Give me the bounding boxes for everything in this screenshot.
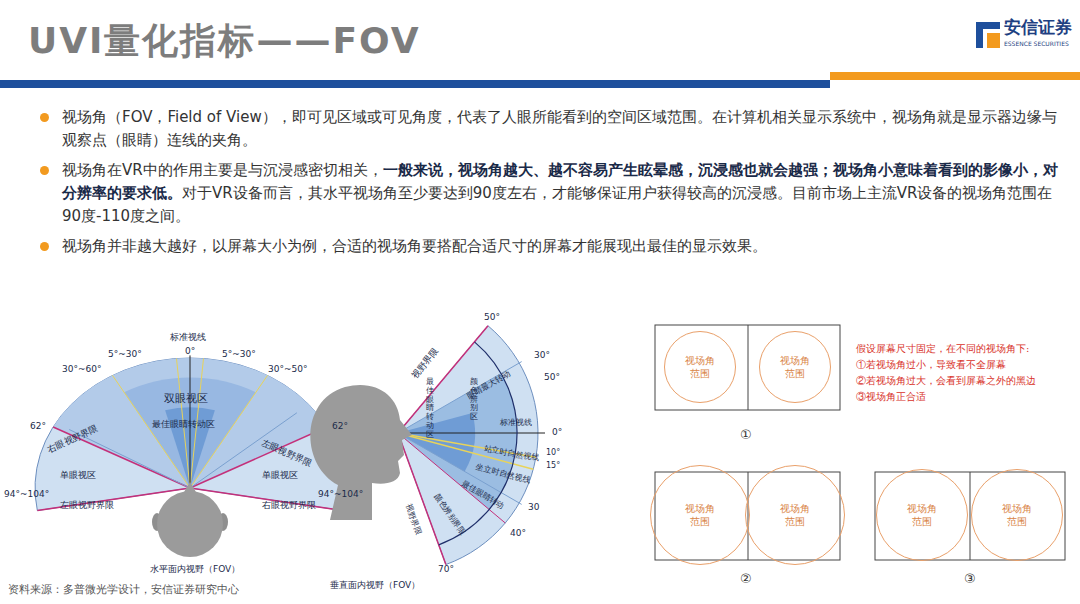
fov-fans <box>35 326 545 565</box>
boundary-label: 右眼视野界限 <box>46 423 100 454</box>
source-note: 资料来源：多普微光学设计，安信证券研究中心 <box>8 584 239 597</box>
zone-label: 最佳眼睛转动 <box>460 479 506 511</box>
fov-circle: 视场角 范围 <box>650 465 750 565</box>
zone-label: 颜色辨别区 <box>470 378 478 422</box>
bullet-paragraph: 视场角在VR中的作用主要是与沉浸感密切相关，一般来说，视场角越大、越不容易产生眩… <box>62 159 1062 228</box>
angle-label: 50° <box>544 372 560 382</box>
fov-wedge <box>398 374 517 510</box>
boundary-label: 视野界限 <box>404 503 424 536</box>
zone-label: 最佳眼睛转动区 <box>426 378 434 440</box>
header-bar <box>830 72 1080 80</box>
zone-label: 双眼视区 <box>164 393 208 406</box>
body-text: 对于VR设备而言，其水平视场角至少要达到90度左右，才能够保证用户获得较高的沉浸… <box>62 184 1052 225</box>
zone-label: 单眼视区 <box>262 470 298 480</box>
sight-line <box>398 433 545 434</box>
note-text: ①若视场角过小，导致看不全屏幕 <box>856 359 1006 371</box>
note-text: 假设屏幕尺寸固定，在不同的视场角下: <box>856 343 1029 355</box>
angle-label: 10° <box>546 448 560 457</box>
bullet-dot <box>40 113 49 122</box>
angle-label: 0° <box>552 427 562 437</box>
zone-label: 最佳眼睛转动区 <box>152 419 215 429</box>
angle-label: 40° <box>510 528 526 538</box>
fov-circle: 视场角 范围 <box>759 331 831 403</box>
circle-text: 视场角 范围 <box>1001 502 1034 528</box>
head-top <box>152 482 228 557</box>
angle-label: 5°~30° <box>222 349 256 359</box>
boundary-label: 右眼视野界限 <box>262 500 316 510</box>
sight-label: 站立时自然视线 <box>483 444 540 463</box>
angle-label: 70° <box>438 564 454 574</box>
figure-caption: 水平面内视野（FOV） <box>150 564 240 574</box>
body-text: 视场角在VR中的作用主要是与沉浸感密切相关， <box>62 161 383 179</box>
bullet-dot <box>40 166 49 175</box>
logo-text: 安信证券 <box>1004 18 1072 38</box>
logo-text: ESSENCE SECURITIES <box>1004 41 1069 48</box>
circle-text: 视场角 范围 <box>906 502 939 528</box>
header-bar <box>0 80 830 88</box>
circle-text: 视场角 范围 <box>684 354 717 380</box>
zone-label: 单眼视区 <box>60 470 96 480</box>
slide-title: UVI量化指标——FOV <box>28 20 421 61</box>
circle-text: 视场角 范围 <box>779 354 812 380</box>
bullet-paragraph: 视场角并非越大越好，以屏幕大小为例，合适的视场角要搭配合适尺寸的屏幕才能展现出最… <box>62 235 1062 258</box>
angle-label: 30°~60° <box>62 364 101 374</box>
callout-number: ② <box>740 572 752 587</box>
note-text: ②若视场角过大，会看到屏幕之外的黑边 <box>856 375 1036 387</box>
bullet-dot <box>40 242 49 251</box>
note-text: ③视场角正合适 <box>856 391 926 403</box>
angle-label: 62° <box>332 421 348 431</box>
sight-label: 坐立时自然视线 <box>475 462 531 485</box>
head-profile <box>310 385 412 520</box>
circle-text: 视场角 范围 <box>779 502 812 528</box>
angle-label: 50° <box>484 312 500 322</box>
fov-circle: 视场角 范围 <box>971 469 1063 561</box>
bullet-paragraph: 视场角（FOV，Field of View），即可见区域或可见角度，代表了人眼所… <box>62 106 1062 152</box>
fov-circle: 视场角 范围 <box>745 465 845 565</box>
angle-label: 94°~104° <box>4 489 49 499</box>
angle-label: 62° <box>30 421 46 431</box>
angle-label: 94°~104° <box>318 489 363 499</box>
body-text: 视场角（FOV，Field of View），即可见区域或可见角度，代表了人眼所… <box>62 108 1057 149</box>
figure-caption: 垂直面内视野（FOV） <box>330 580 420 590</box>
logo-icon <box>976 22 1000 48</box>
angle-label: 30°~50° <box>268 364 307 374</box>
fov-wedge <box>398 326 538 565</box>
angle-label: 15° <box>546 461 560 470</box>
screen-frames <box>655 325 1065 560</box>
angle-label: 30° <box>534 350 550 360</box>
fov-circle: 视场角 范围 <box>876 469 968 561</box>
circle-text: 视场角 范围 <box>684 502 717 528</box>
angle-label: 30 <box>528 502 539 512</box>
boundary-label: 颜色辨别界限 <box>432 492 467 537</box>
boundary-label: 左眼视野界限 <box>260 437 314 468</box>
bullet-list: 视场角（FOV，Field of View），即可见区域或可见角度，代表了人眼所… <box>62 106 1062 265</box>
angle-label: 5°~30° <box>108 349 142 359</box>
axis-label: 标准视线 <box>500 418 532 427</box>
boundary-label: 左眼视野界限 <box>60 500 114 510</box>
axis-label: 标准视线 <box>170 332 206 342</box>
angle-label: 0° <box>185 346 195 356</box>
callout-number: ③ <box>964 572 976 587</box>
fov-circle: 视场角 范围 <box>664 331 736 403</box>
body-text: 视场角并非越大越好，以屏幕大小为例，合适的视场角要搭配合适尺寸的屏幕才能展现出最… <box>62 237 767 255</box>
boundary-label: 视野界限 <box>410 346 440 381</box>
callout-number: ① <box>740 428 752 443</box>
